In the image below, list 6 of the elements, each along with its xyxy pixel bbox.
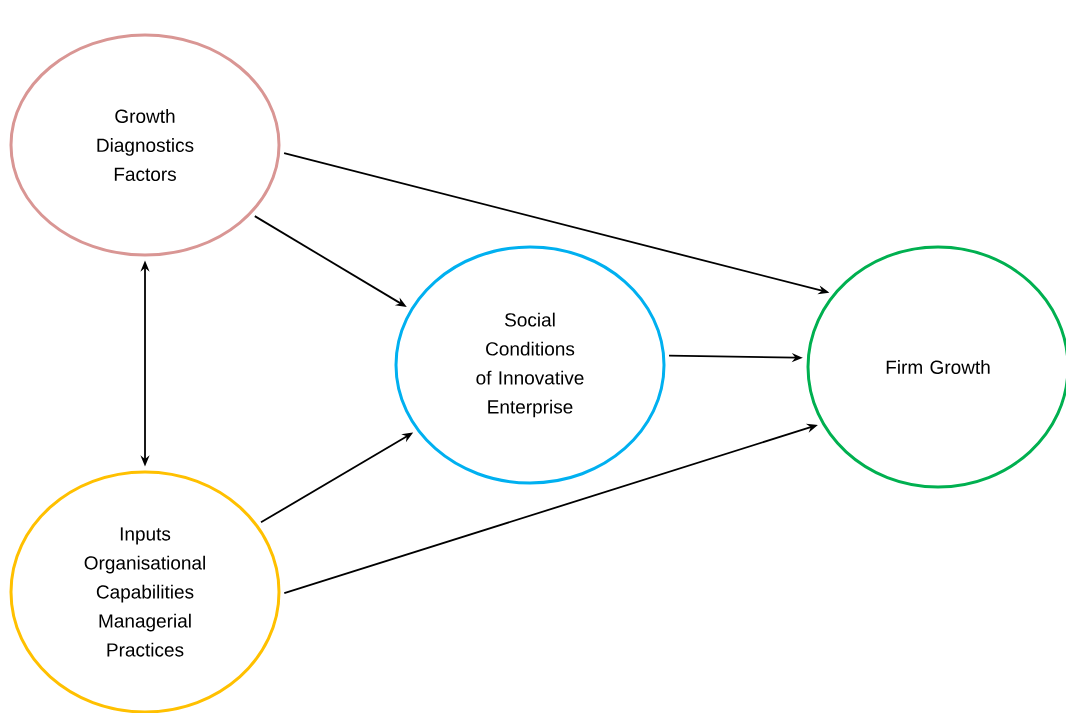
- node-text: Inputs Organisational Capabilities Managerial Practices: [84, 527, 205, 657]
- ellipse-node: [394, 245, 666, 485]
- node-text: Social Conditions of Innovative Enterprise: [476, 312, 584, 418]
- ellipse-node: [9, 33, 281, 257]
- node-text: Growth Diagnostics Factors: [97, 109, 194, 181]
- node-text: Firm Growth: [886, 360, 990, 374]
